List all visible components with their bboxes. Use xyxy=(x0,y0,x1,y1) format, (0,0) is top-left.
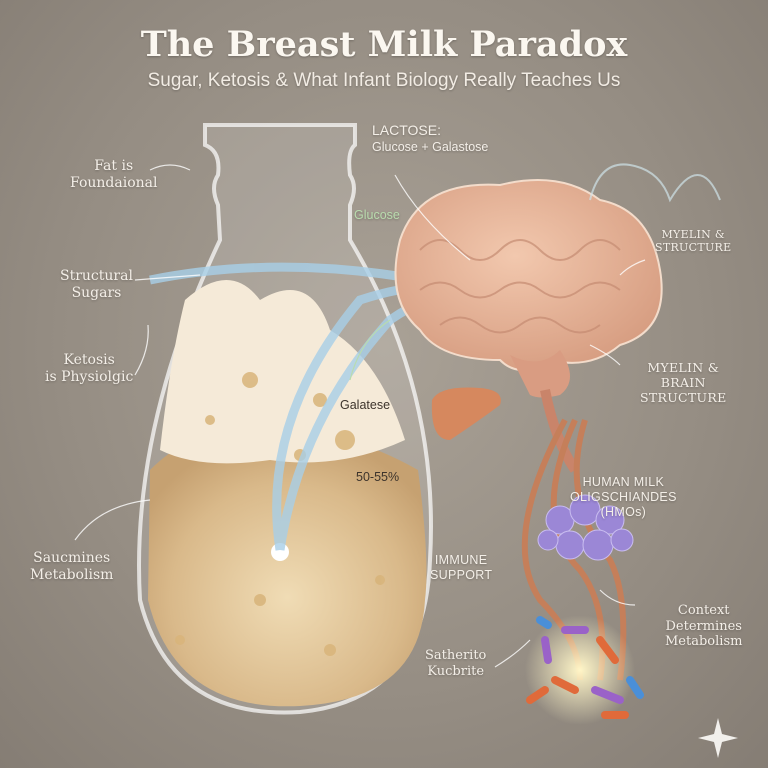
label-structural-sugars: Structural Sugars xyxy=(60,268,133,301)
label-percent: 50-55% xyxy=(356,470,400,484)
label-lactose-sub: Glucose + Galastose xyxy=(372,140,489,154)
label-galatese: Galatese xyxy=(340,398,391,412)
label-myelin-structure: MYELIN & STRUCTURE xyxy=(655,228,732,255)
label-fat-foundational: Fat is Foundaional xyxy=(70,158,158,191)
label-hmo: HUMAN MILK OLIGSCHIANDES (HMOs) xyxy=(570,475,677,519)
label-bacteria: Satherito Kucbrite xyxy=(425,648,487,679)
label-myelin-brain: MYELIN & BRAIN STRUCTURE xyxy=(640,360,727,405)
gut-bacteria-icon xyxy=(525,615,644,725)
page-title: The Breast Milk Paradox xyxy=(140,24,628,65)
brain-icon xyxy=(394,163,721,473)
label-immune: IMMUNE SUPPORT xyxy=(430,553,493,582)
page-subtitle: Sugar, Ketosis & What Infant Biology Rea… xyxy=(147,70,621,91)
label-context: Context Determines Metabolism xyxy=(665,603,743,650)
label-lactose-title: LACTOSE: xyxy=(372,122,441,138)
sparkle-icon xyxy=(698,718,738,758)
label-ketosis: Ketosis is Physiolgic xyxy=(45,352,134,385)
label-glucose: Glucose xyxy=(354,208,400,222)
hmo-cluster-icon xyxy=(537,494,634,561)
liver-icon xyxy=(431,387,501,440)
label-metabolism-left: Saucmines Metabolism xyxy=(30,550,114,583)
